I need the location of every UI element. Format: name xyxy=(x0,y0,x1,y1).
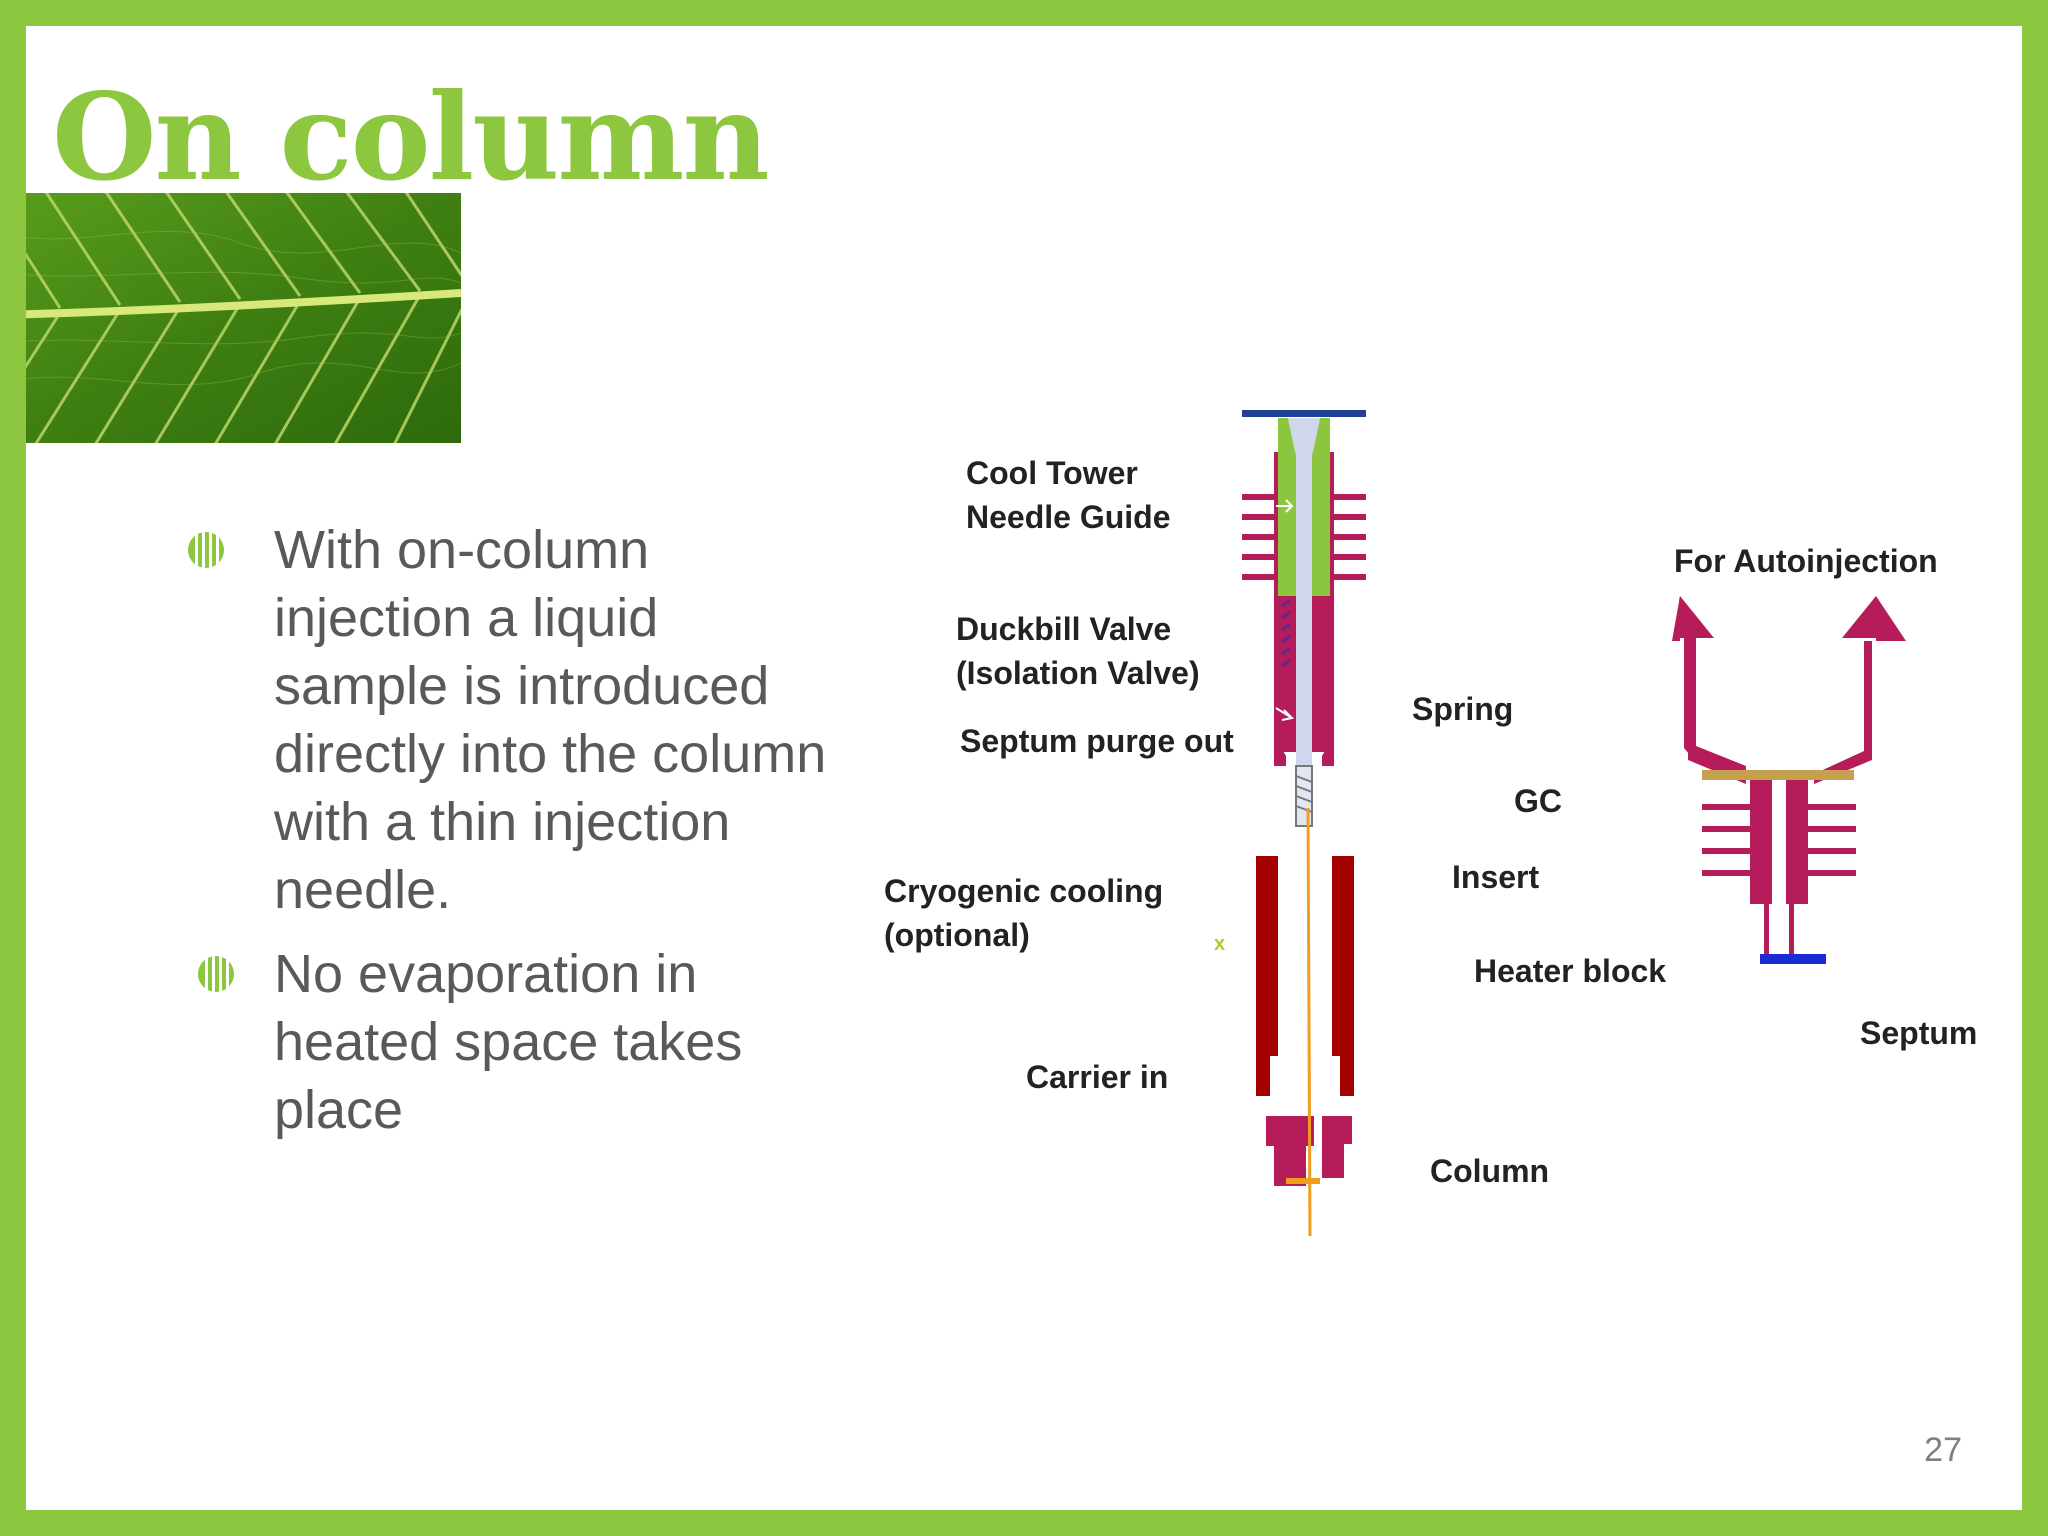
bullet-list: With on-column injection a liquid sample… xyxy=(186,516,846,1160)
label-cool-tower: Cool Tower xyxy=(966,455,1138,491)
autoinjection-body xyxy=(1750,780,1808,958)
bullet-item: No evaporation in heated space takes pla… xyxy=(186,940,846,1144)
label-duckbill-valve: Duckbill Valve xyxy=(956,611,1171,647)
svg-text:x: x xyxy=(1214,933,1225,955)
flow-arrow-icon xyxy=(1275,707,1295,721)
bullet-item: With on-column injection a liquid sample… xyxy=(186,516,846,924)
bullet-text: No evaporation in heated space takes pla… xyxy=(274,944,743,1140)
label-spring: Spring xyxy=(1412,691,1513,727)
label-needle-guide: Needle Guide xyxy=(966,499,1171,535)
cooling-fins xyxy=(1242,494,1366,580)
label-gc: GC xyxy=(1514,783,1562,819)
injector-cap xyxy=(1242,410,1366,417)
label-septum: Septum xyxy=(1860,1015,1977,1051)
column-fitting xyxy=(1266,1116,1352,1186)
autoinjection-guide xyxy=(1672,596,1906,784)
needle-bore xyxy=(1288,418,1320,796)
on-column-injector-diagram: x xyxy=(884,410,1977,1237)
heater-block xyxy=(1256,856,1354,1096)
slide-title: On column xyxy=(52,67,770,208)
striped-circle-bullet-icon xyxy=(188,532,224,568)
label-column: Column xyxy=(1430,1153,1549,1189)
label-for-autoinjection: For Autoinjection xyxy=(1674,543,1938,579)
label-cryogenic-cooling: Cryogenic cooling xyxy=(884,873,1163,909)
label-optional: (optional) xyxy=(884,917,1030,953)
autoinjection-fins xyxy=(1702,804,1856,876)
flow-arrow-icon xyxy=(1276,499,1294,513)
spring xyxy=(1295,765,1313,827)
septum-block xyxy=(1760,954,1826,964)
injection-needle xyxy=(1306,807,1312,1237)
autoinjection-ring xyxy=(1702,770,1854,780)
label-isolation-valve: (Isolation Valve) xyxy=(956,655,1200,691)
duckbill-hatch xyxy=(1281,598,1291,668)
label-septum-purge-out: Septum purge out xyxy=(960,723,1234,759)
main-injector: x xyxy=(1214,410,1366,1237)
label-carrier-in: Carrier in xyxy=(1026,1059,1168,1095)
page-number: 27 xyxy=(1924,1431,1962,1469)
slide: On column xyxy=(26,26,2022,1510)
autoinjection-assembly xyxy=(1672,596,1906,964)
leaf-image xyxy=(26,193,461,443)
label-insert: Insert xyxy=(1452,859,1539,895)
label-heater-block: Heater block xyxy=(1474,953,1666,989)
striped-circle-bullet-icon xyxy=(198,956,234,992)
bullet-text: With on-column injection a liquid sample… xyxy=(274,520,827,920)
